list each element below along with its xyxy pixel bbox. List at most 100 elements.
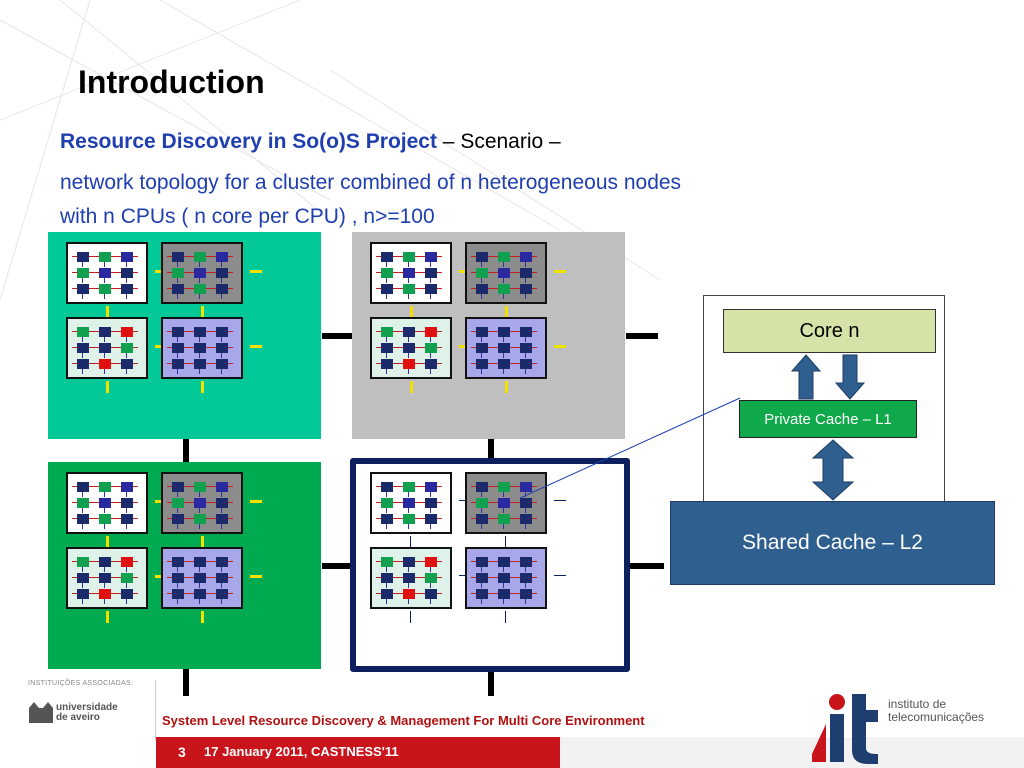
cpu-core <box>498 514 510 524</box>
cpu-core <box>403 482 415 492</box>
intra-node-link <box>505 536 506 547</box>
subtitle-rest: – Scenario – <box>436 130 561 153</box>
core-link <box>221 599 222 604</box>
cpu-core <box>99 573 111 583</box>
core-link <box>525 262 526 267</box>
core-link <box>525 508 526 513</box>
core-link <box>199 262 200 267</box>
cpu-chip <box>370 472 452 534</box>
core-link <box>221 262 222 267</box>
intra-node-link <box>505 611 506 623</box>
intra-node-link <box>106 611 109 623</box>
core-link <box>199 508 200 513</box>
core-link <box>386 278 387 283</box>
cpu-core <box>194 498 206 508</box>
core-link <box>199 337 200 342</box>
cpu-core <box>476 498 488 508</box>
cpu-core <box>77 514 89 524</box>
core-link <box>525 567 526 572</box>
core-link <box>104 337 105 342</box>
intra-node-link <box>250 345 262 348</box>
cpu-core <box>121 498 133 508</box>
core-link <box>82 567 83 572</box>
core-link <box>481 599 482 604</box>
cpu-core <box>425 268 437 278</box>
cpu-core <box>99 343 111 353</box>
cpu-chip <box>161 547 243 609</box>
cpu-core <box>425 557 437 567</box>
cpu-core <box>520 359 532 369</box>
cpu-core <box>498 482 510 492</box>
cpu-core <box>381 343 393 353</box>
core-link <box>82 369 83 374</box>
cpu-core <box>403 359 415 369</box>
core-link <box>177 337 178 342</box>
university-line-2: de aveiro <box>56 712 100 723</box>
cpu-core <box>216 252 228 262</box>
cpu-core <box>172 557 184 567</box>
cpu-core <box>520 284 532 294</box>
core-link <box>104 567 105 572</box>
cpu-core <box>216 482 228 492</box>
core-link <box>221 353 222 358</box>
core-link <box>525 492 526 497</box>
cpu-core <box>172 498 184 508</box>
cpu-core <box>99 498 111 508</box>
cpu-core <box>194 557 206 567</box>
core-link <box>104 508 105 513</box>
cpu-core <box>403 514 415 524</box>
cpu-core <box>216 284 228 294</box>
cpu-core <box>216 359 228 369</box>
cpu-core <box>403 589 415 599</box>
cpu-core <box>77 327 89 337</box>
core-link <box>525 294 526 299</box>
cpu-core <box>425 498 437 508</box>
cpu-core <box>121 252 133 262</box>
core-link <box>126 524 127 529</box>
core-link <box>481 567 482 572</box>
core-link <box>221 508 222 513</box>
slide-title: Introduction <box>78 64 265 100</box>
core-link <box>177 353 178 358</box>
cpu-core <box>121 573 133 583</box>
private-cache-l1-box: Private Cache – L1 <box>739 400 917 438</box>
cpu-core <box>381 589 393 599</box>
core-link <box>503 369 504 374</box>
core-link <box>199 369 200 374</box>
cpu-core <box>172 589 184 599</box>
core-link <box>430 583 431 588</box>
core-l1-arrows <box>790 354 866 400</box>
institute-logo-text: it <box>846 742 847 745</box>
cpu-core <box>520 482 532 492</box>
description-line-2: with n CPUs ( n core per CPU) , n>=100 <box>60 205 435 228</box>
cpu-chip <box>370 242 452 304</box>
core-link <box>386 353 387 358</box>
core-link <box>408 278 409 283</box>
cpu-chip <box>66 547 148 609</box>
cpu-core <box>425 589 437 599</box>
cpu-chip <box>66 242 148 304</box>
core-link <box>386 583 387 588</box>
cpu-core <box>194 359 206 369</box>
core-n-box: Core n <box>723 309 936 353</box>
core-link <box>126 508 127 513</box>
cpu-core <box>425 573 437 583</box>
intra-node-link <box>410 381 413 393</box>
intra-node-link <box>201 381 204 393</box>
core-link <box>82 583 83 588</box>
cpu-core <box>425 284 437 294</box>
core-link <box>221 337 222 342</box>
event-date: 17 January 2011, CASTNESS'11 <box>204 744 399 759</box>
core-link <box>525 278 526 283</box>
core-link <box>386 369 387 374</box>
cpu-core <box>99 268 111 278</box>
shared-cache-l2-box: Shared Cache – L2 <box>670 501 995 585</box>
cpu-core <box>77 284 89 294</box>
cpu-chip <box>465 472 547 534</box>
cpu-core <box>425 327 437 337</box>
cpu-core <box>476 359 488 369</box>
cpu-core <box>403 573 415 583</box>
core-link <box>126 262 127 267</box>
core-link <box>408 369 409 374</box>
